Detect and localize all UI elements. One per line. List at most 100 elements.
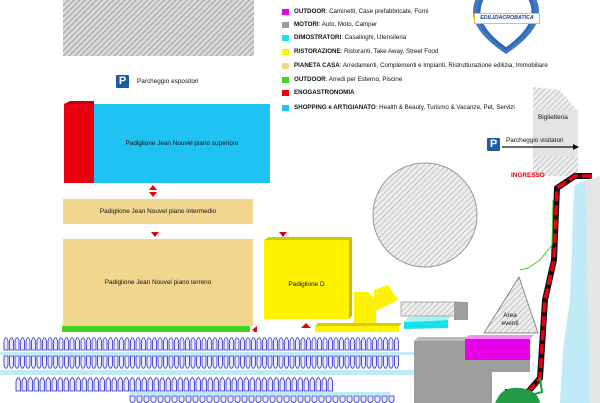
boat (129, 395, 136, 403)
boat (322, 355, 328, 369)
boat (75, 377, 81, 392)
boat (25, 337, 31, 351)
boat (51, 377, 57, 392)
boat (289, 337, 295, 351)
boat (113, 355, 119, 369)
boat (20, 337, 25, 351)
boat (297, 377, 303, 392)
boat (196, 337, 201, 351)
legend-swatch (282, 22, 289, 28)
boat (283, 395, 290, 403)
boat (171, 395, 178, 403)
boat (276, 395, 283, 403)
boat (374, 395, 381, 403)
boat (333, 355, 339, 369)
boat (33, 377, 39, 392)
arrow-up-upper (149, 185, 157, 190)
boat (303, 377, 309, 392)
motori-area[interactable] (414, 341, 530, 403)
boat (69, 355, 75, 369)
boat (328, 337, 333, 351)
boat (42, 337, 47, 351)
boat (269, 395, 276, 403)
boat (355, 355, 361, 369)
boat (321, 377, 327, 392)
boat (223, 355, 229, 369)
pavilion-upper-red[interactable] (64, 104, 94, 183)
boat (80, 337, 86, 351)
boat (234, 395, 241, 403)
legend-name: ENOGASTRONOMIA (294, 89, 355, 96)
legend-desc: : Ristoranti, Take Away, Street Food (340, 48, 439, 55)
boat (179, 355, 185, 369)
boat (135, 337, 141, 351)
outdoor-magenta-area[interactable] (465, 339, 530, 360)
boat (199, 395, 206, 403)
demonstrators-area[interactable] (404, 320, 448, 329)
green-path (519, 199, 554, 271)
boat (267, 377, 273, 392)
boat (97, 337, 102, 351)
pavilion-d[interactable] (264, 240, 349, 319)
boat (240, 337, 245, 351)
dock-right (586, 176, 600, 403)
boat (53, 355, 58, 369)
boat (141, 355, 146, 369)
boat (388, 355, 394, 369)
ticket-office-label: Biglietteria (538, 114, 568, 121)
boat (383, 337, 388, 351)
boat (372, 355, 377, 369)
restaurant-area-strip[interactable] (315, 326, 399, 335)
boat (207, 337, 212, 351)
events-area-label-1: Area (503, 312, 517, 319)
legend-name: DIMOSTRATORI (294, 34, 342, 41)
boat (295, 355, 300, 369)
boat (117, 377, 123, 392)
boat (53, 337, 58, 351)
legend-row: MOTORI: Auto, Moto, Camper (282, 21, 377, 29)
pavilion-ground[interactable] (63, 239, 253, 326)
boat (241, 395, 248, 403)
boat (262, 395, 269, 403)
boat (185, 355, 190, 369)
boat (339, 395, 346, 403)
entrance-label: INGRESSO (511, 172, 545, 179)
boat (36, 337, 42, 351)
pavilion-d-side (349, 237, 352, 319)
boat (295, 337, 300, 351)
pavilion-upper-blue[interactable] (94, 104, 270, 183)
legend-desc: : Auto, Moto, Camper (318, 21, 378, 28)
boat (163, 355, 168, 369)
restaurant-area-right[interactable] (374, 285, 398, 312)
boat (245, 355, 251, 369)
boat (289, 355, 295, 369)
boat (14, 337, 20, 351)
boat (229, 337, 234, 351)
boat (317, 337, 322, 351)
outdoor-magenta-top (465, 335, 534, 339)
pavilion-ground-green-strip[interactable] (62, 326, 250, 334)
boat (279, 377, 285, 392)
boat (177, 377, 183, 392)
pavilion-middle[interactable] (63, 199, 253, 224)
events-area[interactable] (483, 275, 539, 334)
boat (255, 395, 262, 403)
water-right (560, 180, 590, 403)
legend-swatch (282, 9, 289, 15)
boat (220, 395, 227, 403)
boat (135, 355, 141, 369)
boat (311, 355, 317, 369)
boat (227, 395, 234, 403)
boat (234, 337, 240, 351)
boat (366, 355, 372, 369)
boat (249, 377, 255, 392)
boat (317, 355, 322, 369)
boat (185, 337, 190, 351)
arrow-down-ground (151, 232, 159, 237)
legend-row: RISTORAZIONE: Ristoranti, Take Away, Str… (282, 48, 438, 56)
boat (355, 337, 361, 351)
restaurant-area-small[interactable] (354, 292, 376, 323)
boat (256, 355, 262, 369)
boat (322, 337, 328, 351)
boat (113, 337, 119, 351)
